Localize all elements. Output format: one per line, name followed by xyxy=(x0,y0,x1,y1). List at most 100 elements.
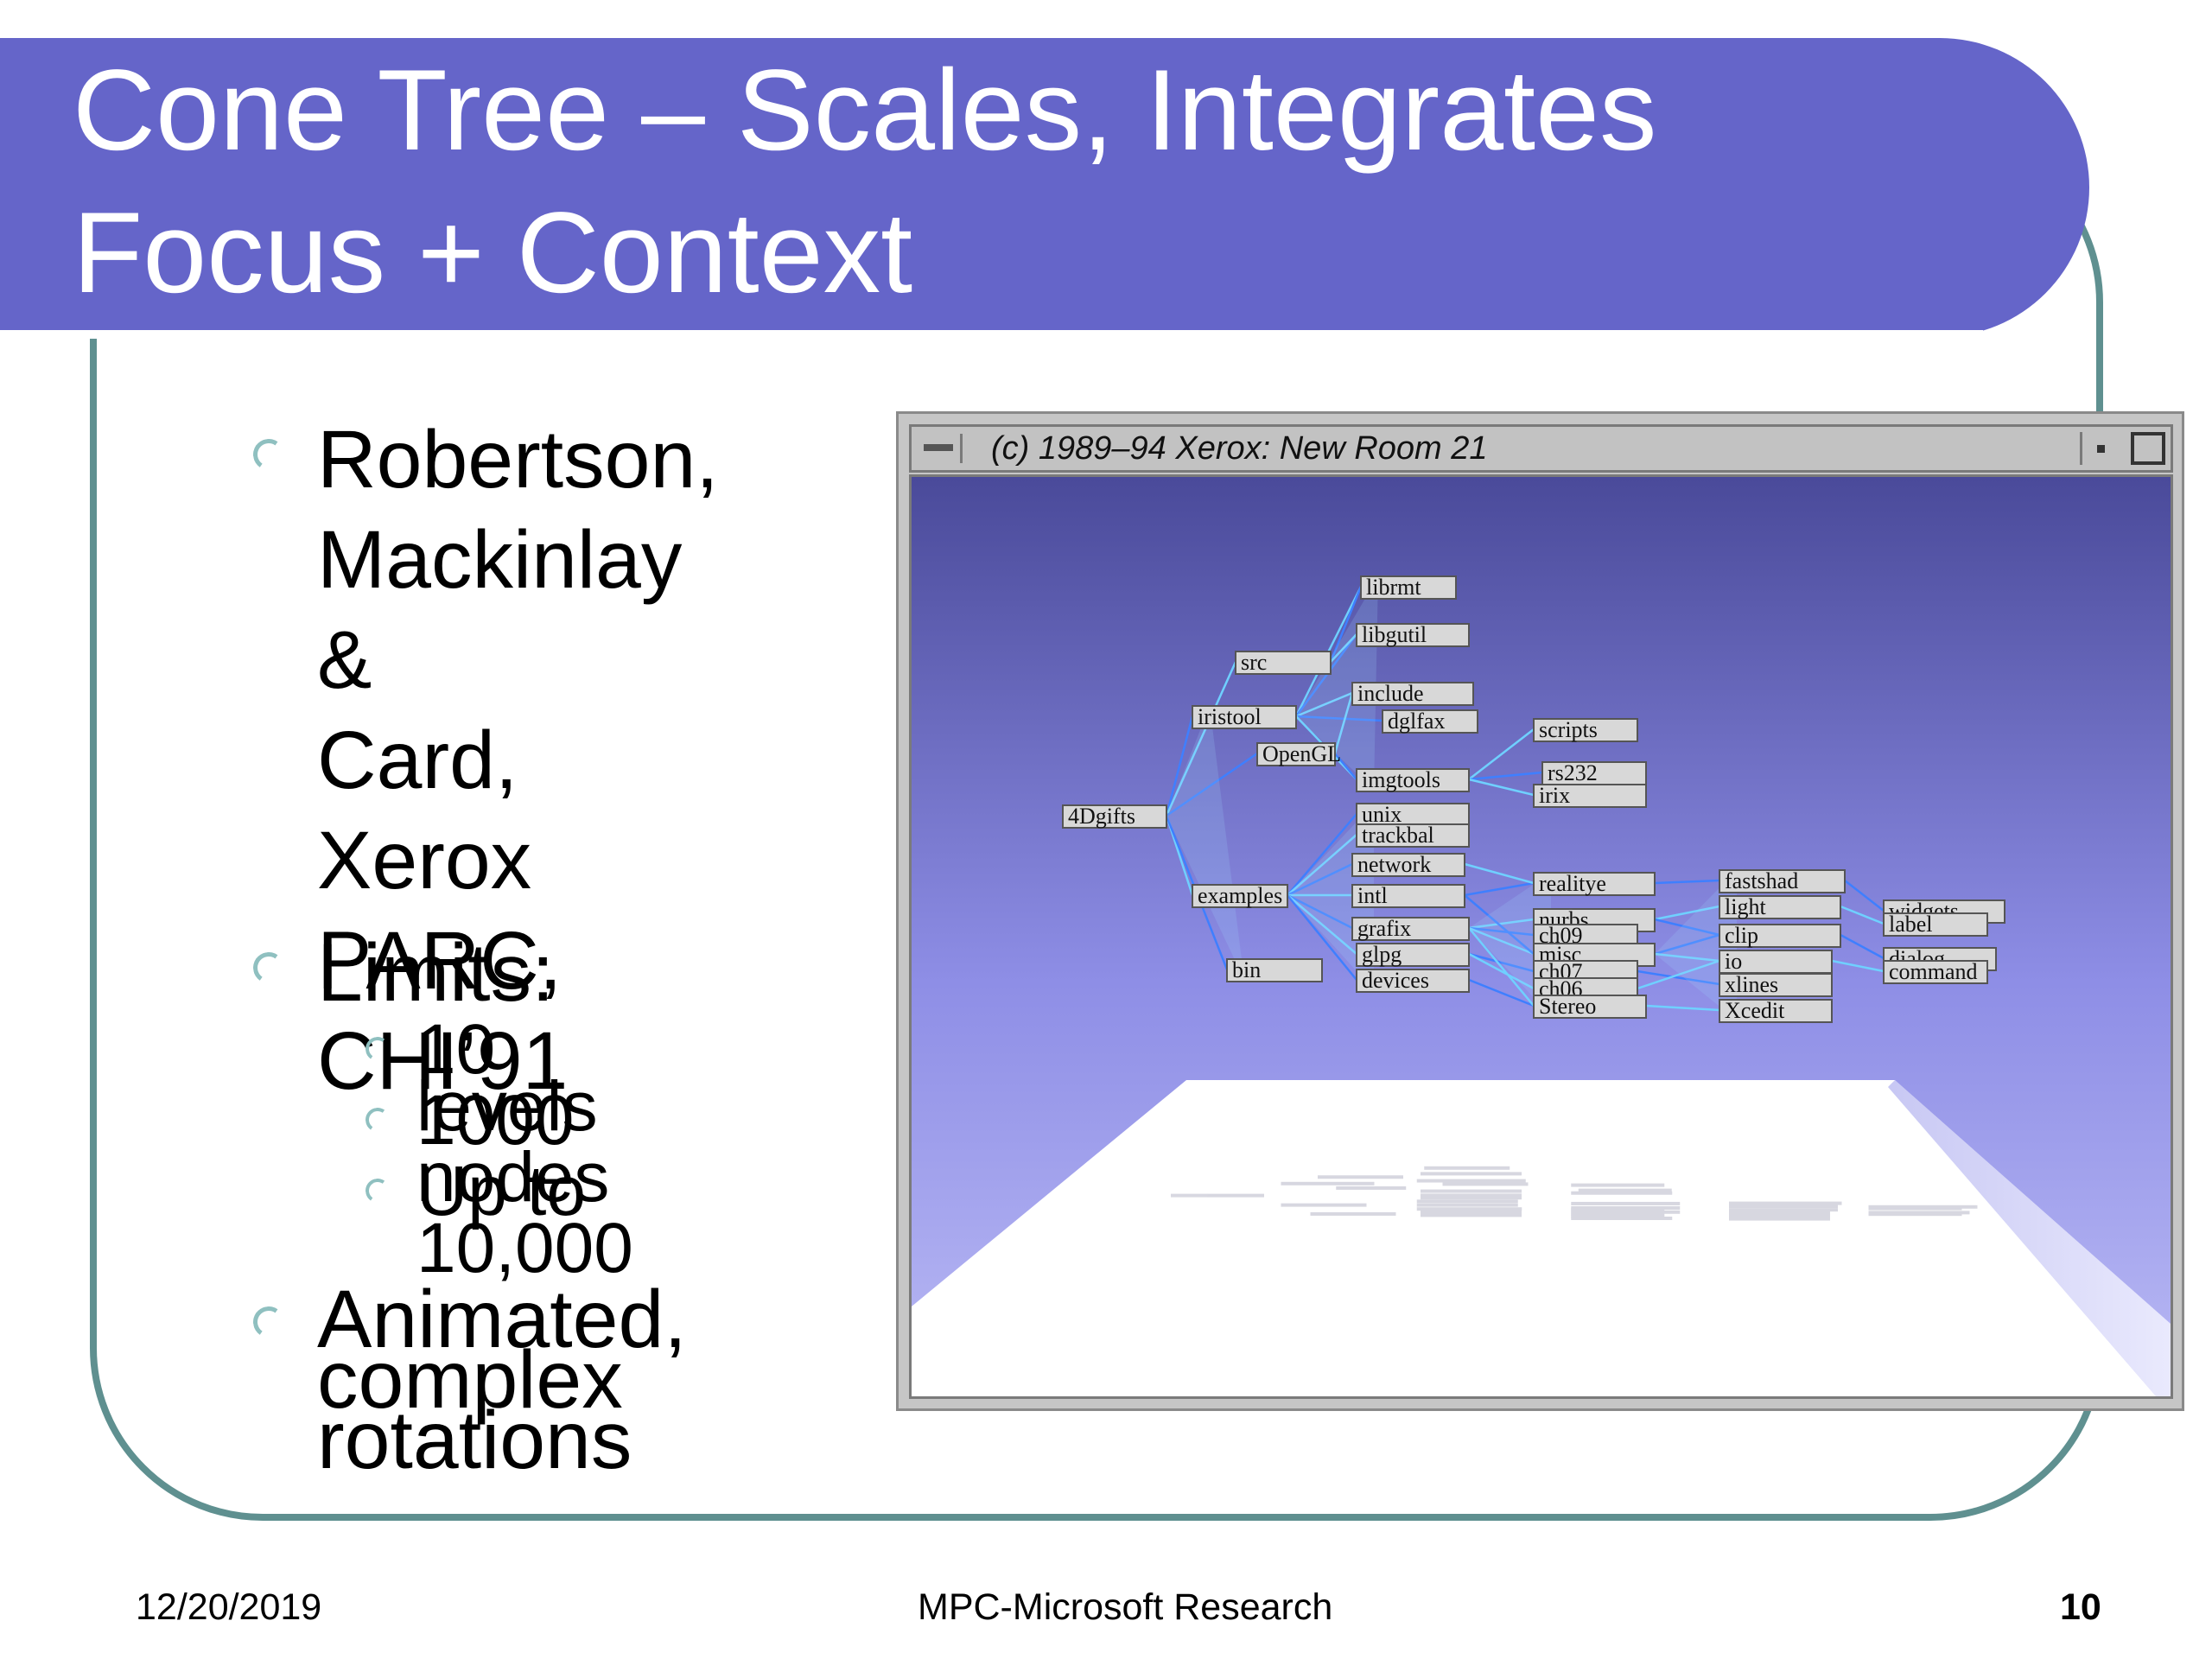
tree-node-card xyxy=(1719,924,1841,948)
node-shadow xyxy=(1571,1217,1673,1220)
tree-link xyxy=(1334,753,1357,780)
node-shadow xyxy=(1171,1193,1264,1198)
tree-node-label: imgtools xyxy=(1362,767,1440,792)
tree-node[interactable]: scripts xyxy=(1533,717,1638,742)
tree-node[interactable]: librmt xyxy=(1360,575,1457,600)
tree-node[interactable]: command xyxy=(1883,959,1988,984)
tree-node[interactable]: glpg xyxy=(1356,942,1470,967)
tree-node-label: grafix xyxy=(1357,916,1411,941)
sub-bullet-2-line-1: 1000 nodes xyxy=(416,1081,610,1217)
slide-title-line-1: Cone Tree – Scales, Integrates xyxy=(73,47,1657,175)
tree-link xyxy=(1166,752,1258,817)
tree-link xyxy=(1654,952,1720,963)
tree-link xyxy=(1165,715,1194,817)
tree-node[interactable]: 4Dgifts xyxy=(1062,804,1167,829)
menu-bar-icon xyxy=(924,444,953,451)
tree-node[interactable]: rs232 xyxy=(1541,760,1647,785)
tree-link xyxy=(1333,692,1354,754)
tree-node-label: examples xyxy=(1198,883,1282,908)
tree-node[interactable]: xlines xyxy=(1719,972,1833,997)
bullet-1-line-5: CHI’91 xyxy=(317,1015,569,1107)
bullet-1-line-2: Mackinlay & xyxy=(317,514,683,706)
window-menu-button[interactable] xyxy=(917,434,963,463)
node-shadow xyxy=(1421,1196,1522,1200)
tree-node[interactable]: network xyxy=(1351,852,1465,877)
tree-node[interactable]: unix xyxy=(1356,802,1470,827)
tree-node[interactable]: dglfax xyxy=(1382,709,1478,734)
tree-node[interactable]: intl xyxy=(1351,883,1465,908)
window-title-bar[interactable]: (c) 1989–94 Xerox: New Room 21 xyxy=(909,424,2173,473)
tree-node[interactable]: grafix xyxy=(1351,916,1470,941)
tree-node-label: iristool xyxy=(1198,704,1262,729)
tree-node[interactable]: imgtools xyxy=(1356,767,1470,792)
tree-node[interactable]: include xyxy=(1351,681,1474,706)
tree-link xyxy=(1637,959,1720,990)
tree-node-card xyxy=(1356,623,1470,647)
tree-node[interactable]: io xyxy=(1719,949,1833,974)
bullet-1: Robertson, Mackinlay & Card, Xerox PARC,… xyxy=(317,410,719,1111)
tree-node[interactable]: libgutil xyxy=(1356,622,1470,647)
tree-node-card xyxy=(1883,912,1988,937)
tree-node-label: rs232 xyxy=(1548,760,1598,785)
node-shadow xyxy=(1868,1205,1978,1209)
node-shadow xyxy=(1571,1214,1665,1218)
tree-node-label: irix xyxy=(1539,783,1570,808)
tree-node-card xyxy=(1533,784,1647,808)
tree-link xyxy=(1464,894,1535,955)
tree-node[interactable]: iristool xyxy=(1192,704,1297,729)
node-shadow xyxy=(1421,1193,1522,1198)
window-maximize-button[interactable] xyxy=(2131,432,2165,465)
floor-edge-right xyxy=(1888,1080,2171,1396)
tree-node-label: intl xyxy=(1357,883,1388,908)
tree-node-label: include xyxy=(1357,681,1424,706)
tree-node[interactable]: irix xyxy=(1533,783,1647,808)
cone-hull xyxy=(1655,870,1737,1020)
node-shadow xyxy=(1868,1211,1970,1215)
window-minimize-button[interactable] xyxy=(2080,432,2120,465)
tree-node-card xyxy=(1719,973,1833,997)
tree-node-card xyxy=(1719,895,1841,919)
tree-link xyxy=(1654,933,1720,956)
bullet-3: Animated, complex rotations xyxy=(317,1279,687,1486)
tree-node[interactable]: OpenGL xyxy=(1256,741,1341,766)
tree-node[interactable]: light xyxy=(1719,894,1841,919)
tree-node[interactable]: trackbal xyxy=(1356,823,1470,848)
tree-node-card xyxy=(1226,958,1323,982)
tree-node-card xyxy=(1533,872,1656,896)
node-shadow xyxy=(1729,1205,1838,1209)
tree-node[interactable]: src xyxy=(1235,650,1332,675)
tree-node-card xyxy=(1062,804,1167,829)
tree-link xyxy=(1654,918,1720,937)
tree-node[interactable]: clip xyxy=(1719,923,1841,948)
tree-node-card xyxy=(1356,823,1470,848)
tree-node[interactable]: bin xyxy=(1226,957,1323,982)
sub-bullet-1: 10 levels xyxy=(416,1014,598,1142)
tree-node[interactable]: realitye xyxy=(1533,871,1656,896)
cone-hull xyxy=(1287,804,1374,990)
floor xyxy=(912,1080,2171,1396)
tree-link xyxy=(1287,834,1357,896)
bullet-3-line-3: rotations xyxy=(317,1395,632,1486)
tree-node[interactable]: devices xyxy=(1356,968,1470,993)
footer-center: MPC-Microsoft Research xyxy=(918,1586,1333,1628)
tree-link xyxy=(1468,926,1535,956)
tree-node-label: clip xyxy=(1725,923,1758,948)
tree-node[interactable]: examples xyxy=(1192,883,1288,908)
tree-node-label: scripts xyxy=(1539,717,1598,742)
tree-node-label: label xyxy=(1889,912,1933,937)
tree-link xyxy=(1468,778,1535,797)
tree-node-label: trackbal xyxy=(1362,823,1434,848)
window-title: (c) 1989–94 Xerox: New Room 21 xyxy=(991,430,1488,467)
tree-node[interactable]: Stereo xyxy=(1533,994,1647,1019)
node-shadow xyxy=(1571,1206,1681,1210)
tree-node[interactable]: fastshad xyxy=(1719,868,1846,893)
tree-link xyxy=(1287,894,1357,955)
tree-node[interactable]: label xyxy=(1883,912,1988,937)
tree-node-card xyxy=(1533,995,1647,1019)
sub-bullet-2: 1000 nodes xyxy=(416,1081,610,1217)
tree-node[interactable]: Xcedit xyxy=(1719,998,1833,1023)
node-shadow xyxy=(1310,1211,1396,1216)
